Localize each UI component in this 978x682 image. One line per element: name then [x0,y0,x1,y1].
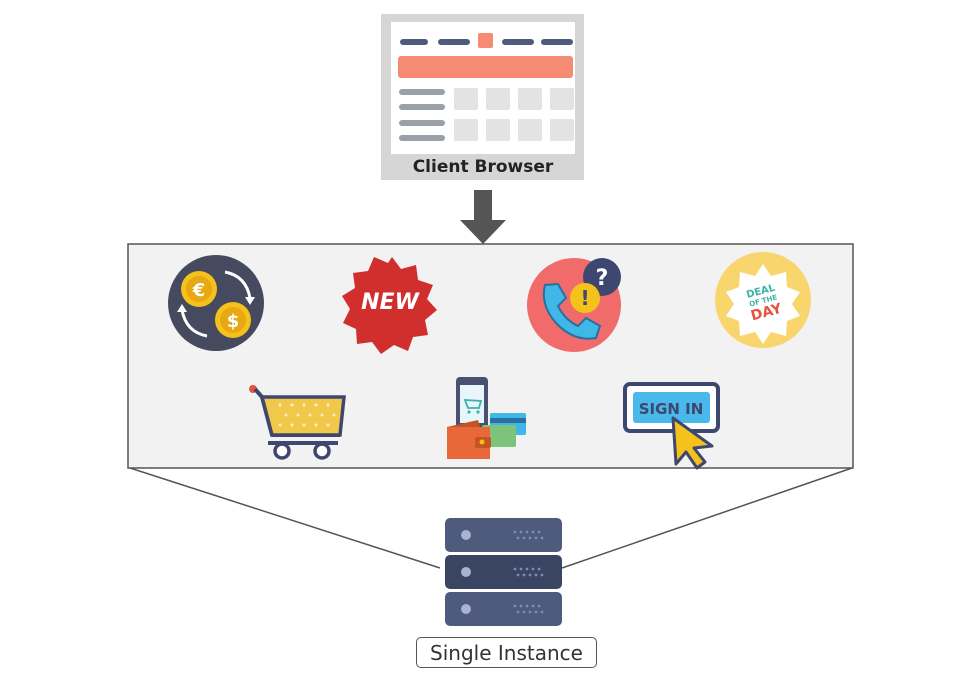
down-arrow-icon [460,190,506,244]
browser-sidebar-line [399,104,445,110]
browser-tile [550,88,574,110]
server-led [461,604,471,614]
svg-text:!: ! [580,286,589,310]
svg-text:$: $ [227,311,240,332]
browser-nav-item [438,39,470,45]
browser-sidebar-line [399,120,445,126]
client-browser-label: Client Browser [413,157,554,177]
svg-text:?: ? [596,266,609,291]
browser-nav-item [502,39,534,45]
browser-tile-grid [454,88,574,141]
currency-exchange-icon: € $ [168,255,264,351]
server-stack [445,518,562,626]
server-unit [445,555,562,589]
client-browser: Client Browser [381,14,584,180]
single-instance-text: Single Instance [430,640,583,665]
browser-banner [398,56,573,78]
browser-tile [486,88,510,110]
browser-nav-item [400,39,428,45]
new-badge-icon: NEW [342,257,437,354]
browser-sidebar-line [399,89,445,95]
shopping-cart-icon [249,385,346,460]
single-instance-label: Single Instance [416,637,597,668]
server-unit [445,518,562,552]
server-vents [513,530,544,614]
browser-tile [454,88,478,110]
browser-nav-active [478,33,493,48]
new-badge-text: NEW [361,290,420,315]
server-led [461,567,471,577]
browser-tile [550,119,574,141]
browser-sidebar-line [399,135,445,141]
browser-nav-item [541,39,573,45]
mobile-wallet-payment-icon [447,377,526,459]
server-unit [445,592,562,626]
browser-tile [518,88,542,110]
browser-tile [486,119,510,141]
funnel-line-right [561,467,853,569]
deal-of-the-day-icon: DEAL OF THE DAY [715,252,811,348]
server-led [461,530,471,540]
support-call-icon: ? ! [527,258,621,352]
browser-tile [518,119,542,141]
funnel-line-left [129,467,441,569]
svg-text:€: € [192,280,206,301]
browser-tile [454,119,478,141]
sign-in-button-icon: SIGN IN [623,382,720,470]
sign-in-text: SIGN IN [639,400,704,418]
